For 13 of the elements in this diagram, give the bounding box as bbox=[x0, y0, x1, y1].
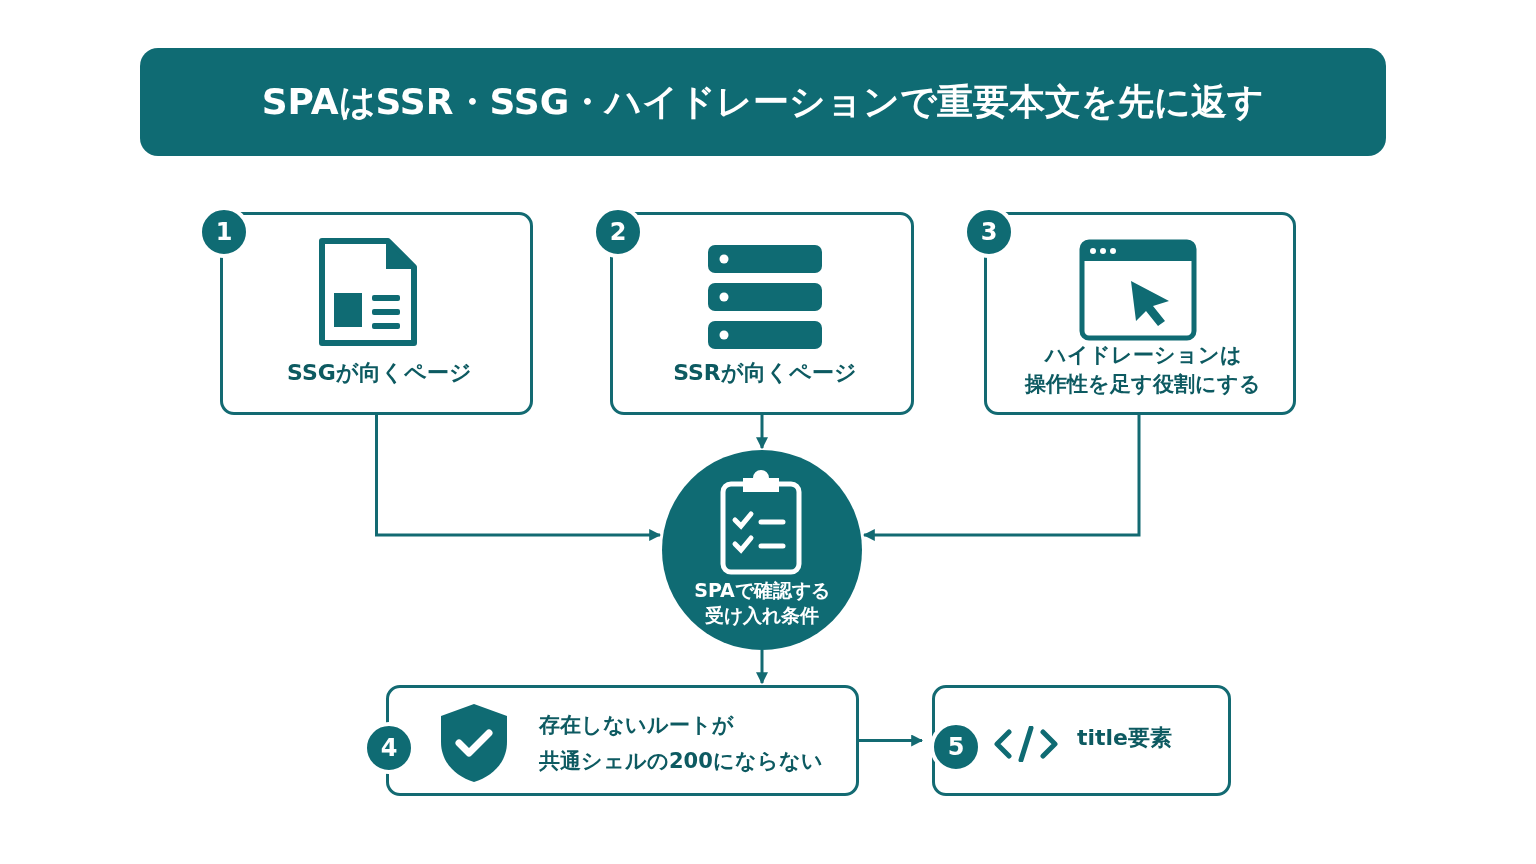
node-label: SSGが向くページ bbox=[286, 359, 473, 387]
node-label: SPAで確認する受け入れ条件 bbox=[693, 578, 831, 628]
node-label: 存在しないルートが共通シェルの200にならない bbox=[539, 712, 824, 775]
arrow bbox=[862, 415, 1141, 541]
arrow bbox=[756, 415, 768, 450]
arrow bbox=[375, 415, 662, 541]
arrow bbox=[859, 734, 924, 747]
node-label: title要素 bbox=[1077, 724, 1174, 752]
node-label: SSRが向くページ bbox=[672, 359, 858, 387]
node-label: ハイドレーションは操作性を足す役割にする bbox=[1023, 342, 1262, 399]
title-banner: SPAはSSR・SSG・ハイドレーションで重要本文を先に返す bbox=[140, 48, 1386, 156]
arrow bbox=[756, 650, 768, 685]
step-card bbox=[932, 685, 1231, 796]
